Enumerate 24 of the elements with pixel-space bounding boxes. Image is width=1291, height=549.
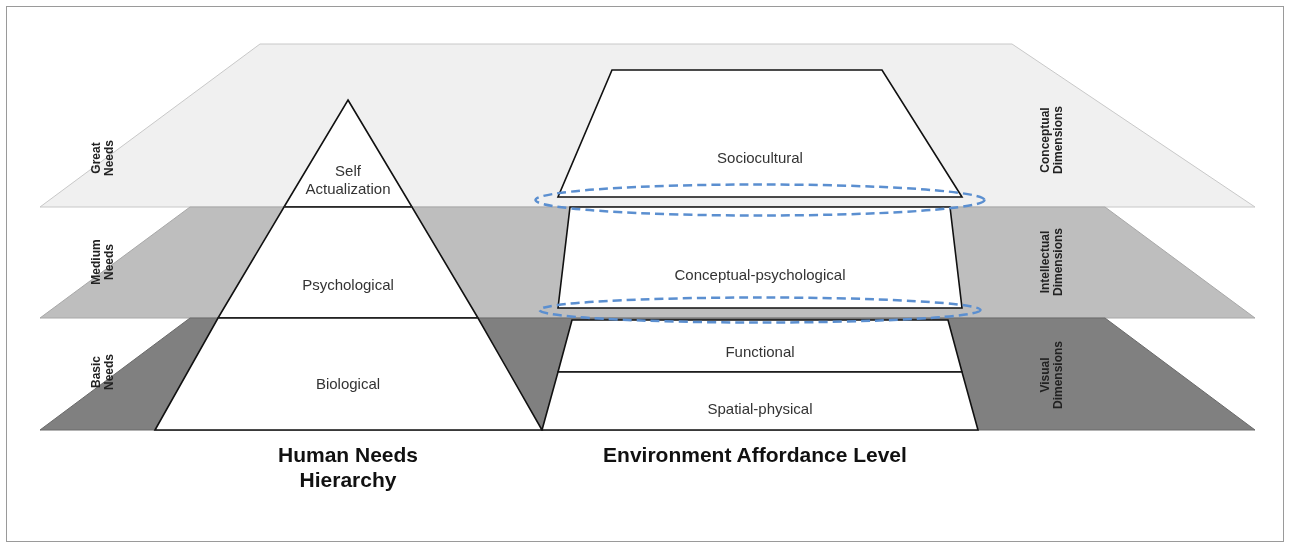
pyramid-caption: Human Needs Hierarchy bbox=[276, 442, 419, 492]
level-label: Conceptual-psychological bbox=[673, 266, 847, 284]
layer-plane bbox=[40, 318, 1255, 430]
level-label: Psychological bbox=[301, 276, 395, 294]
dimensions-label: Conceptual Dimensions bbox=[1039, 105, 1065, 176]
dimensions-label: Visual Dimensions bbox=[1039, 340, 1065, 411]
pyramid-caption: Environment Affordance Level bbox=[602, 442, 908, 467]
level-label: Biological bbox=[314, 375, 382, 393]
needs-label: Medium Needs bbox=[90, 238, 116, 287]
pyramid-level bbox=[558, 70, 962, 197]
dimensions-label: Intellectual Dimensions bbox=[1039, 227, 1065, 298]
level-label: Spatial-physical bbox=[706, 400, 814, 418]
level-label: Sociocultural bbox=[716, 149, 804, 167]
needs-label: Great Needs bbox=[90, 139, 116, 178]
level-label: Self Actualization bbox=[304, 162, 392, 198]
pyramid-level bbox=[558, 320, 962, 372]
dashed-ellipse bbox=[534, 183, 986, 217]
layer-plane bbox=[40, 207, 1255, 318]
pyramid-level bbox=[542, 372, 978, 430]
layer-plane bbox=[40, 44, 1255, 207]
dashed-ellipse bbox=[538, 296, 982, 324]
pyramid-level bbox=[558, 207, 962, 308]
needs-label: Basic Needs bbox=[90, 353, 116, 392]
level-label: Functional bbox=[724, 343, 796, 361]
